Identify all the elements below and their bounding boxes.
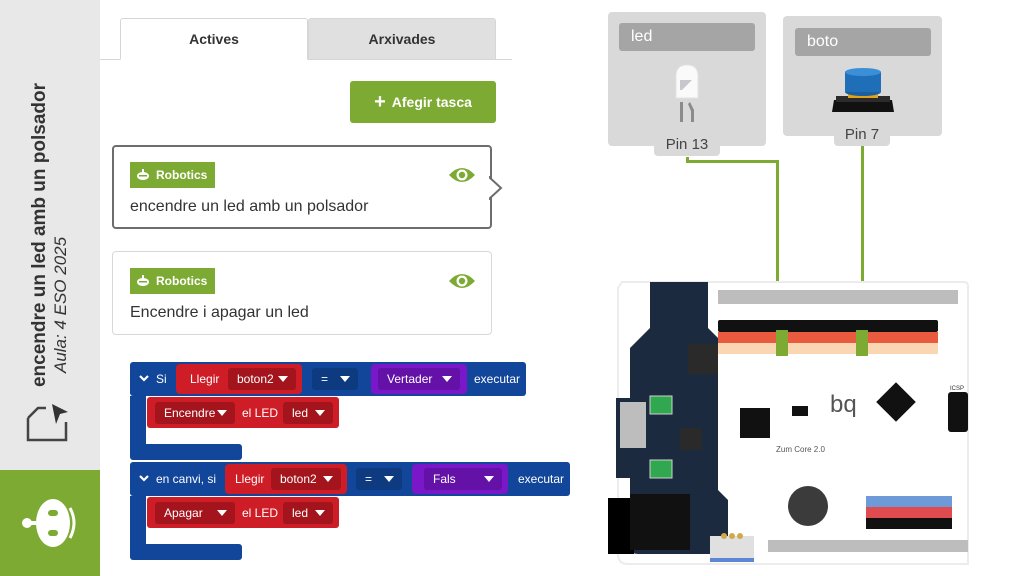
if-block-arm [130, 396, 146, 446]
category-badge: Robotics [130, 268, 216, 294]
add-task-button[interactable]: + Afegir tasca [350, 81, 496, 123]
read-input-dropdown[interactable]: boton2 [228, 368, 296, 390]
push-button-icon [832, 68, 894, 112]
dropdown-arrow-icon [278, 376, 288, 382]
category-badge: Robotics [130, 162, 216, 188]
dropdown-arrow-icon [323, 476, 333, 482]
execute-label: executar [474, 372, 521, 386]
else-if-block-arm [130, 496, 146, 546]
led-label: el LED [242, 406, 279, 420]
else-if-block-footer [130, 544, 242, 560]
dropdown-value: Encendre [164, 406, 216, 420]
selected-arrow-icon [489, 176, 503, 200]
code-blocks: Si Llegir boton2 = Vertader executar Enc… [128, 362, 588, 572]
tab-arxivades[interactable]: Arxivades [308, 18, 496, 60]
dropdown-arrow-icon [340, 376, 350, 382]
share-icon[interactable] [24, 398, 70, 444]
boolean-dropdown[interactable]: Fals [424, 468, 502, 490]
badge-label: Robotics [156, 168, 208, 182]
plus-icon: + [374, 91, 386, 113]
class-label: Aula: 4 ESO 2025 [51, 236, 70, 374]
wire-led [686, 160, 778, 163]
dropdown-value: Vertader [387, 372, 433, 386]
project-title-block: encendre un led amb un polsador Aula: 4 … [29, 83, 71, 387]
dropdown-value: led [292, 406, 309, 420]
led-target-dropdown[interactable]: led [283, 502, 333, 524]
dropdown-arrow-icon [315, 410, 325, 416]
dropdown-value: = [365, 472, 373, 486]
dropdown-value: led [292, 506, 309, 520]
led-label: el LED [242, 506, 279, 520]
if-block-footer [130, 444, 242, 460]
eye-icon[interactable] [448, 165, 476, 185]
read-label: Llegir [235, 472, 265, 486]
led-mode-dropdown[interactable]: Apagar [155, 502, 235, 524]
collapse-chevron-icon[interactable] [139, 475, 149, 483]
else-if-keyword: en canvi, si [156, 472, 217, 486]
board-model: Zum Core 2.0 [776, 445, 825, 454]
dropdown-arrow-icon [384, 476, 394, 482]
add-task-label: Afegir tasca [391, 94, 472, 110]
robot-icon [22, 499, 76, 547]
eye-icon[interactable] [448, 271, 476, 291]
dropdown-arrow-icon [315, 510, 325, 516]
led-icon [675, 64, 699, 122]
task-title: encendre un led amb un polsador [130, 198, 369, 215]
task-tabs: Actives Arxivades [100, 0, 612, 60]
operator-dropdown[interactable]: = [312, 368, 358, 390]
badge-label: Robotics [156, 274, 208, 288]
boolean-dropdown[interactable]: Vertader [378, 368, 460, 390]
dropdown-value: = [321, 372, 329, 386]
project-title: encendre un led amb un polsador [29, 82, 50, 388]
svg-text:ICSP: ICSP [950, 386, 964, 392]
dropdown-value: boton2 [280, 472, 317, 486]
wire-end-13 [776, 330, 788, 356]
component-name: boto [795, 28, 931, 56]
read-input-dropdown[interactable]: boton2 [271, 468, 341, 490]
dropdown-arrow-icon [442, 376, 452, 382]
dropdown-arrow-icon [484, 476, 494, 482]
led-mode-dropdown[interactable]: Encendre [155, 402, 235, 424]
dropdown-value: Fals [433, 472, 456, 486]
component-name: led [619, 23, 755, 51]
wire-led [776, 160, 779, 356]
dropdown-arrow-icon [217, 410, 227, 416]
task-title: Encendre i apagar un led [130, 304, 309, 321]
wire-button [861, 146, 864, 356]
dropdown-value: boton2 [237, 372, 274, 386]
led-target-dropdown[interactable]: led [283, 402, 333, 424]
sidebar: encendre un led amb un polsador Aula: 4 … [0, 0, 100, 576]
zum-core-board[interactable]: bq Zum Core 2.0 ICSP [608, 278, 972, 576]
operator-dropdown[interactable]: = [356, 468, 402, 490]
task-card[interactable]: Robotics encendre un led amb un polsador [112, 145, 492, 229]
collapse-chevron-icon[interactable] [139, 375, 149, 383]
if-keyword: Si [156, 372, 167, 386]
hardware-panel: led Pin 13 boto Pin 7 [600, 0, 1024, 576]
dropdown-value: Apagar [164, 506, 203, 520]
robot-icon [137, 275, 149, 286]
tab-actives[interactable]: Actives [120, 18, 308, 60]
pin-label: Pin 13 [654, 134, 720, 156]
robot-icon [137, 169, 149, 180]
execute-label: executar [518, 472, 565, 486]
board-brand: bq [830, 391, 857, 418]
task-card[interactable]: Robotics Encendre i apagar un led [112, 251, 492, 335]
read-label: Llegir [190, 372, 220, 386]
dropdown-arrow-icon [217, 510, 227, 516]
wire-end-7 [856, 330, 868, 356]
pin-label: Pin 7 [834, 124, 890, 146]
